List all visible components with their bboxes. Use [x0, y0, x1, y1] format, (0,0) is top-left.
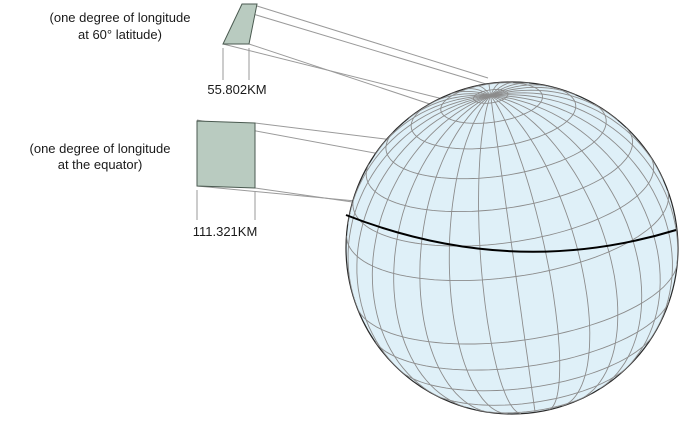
parallel-line: [385, 103, 607, 180]
meridian-line: [347, 95, 491, 225]
degree-patch-60-latitude: [222, 3, 258, 45]
globe: [345, 81, 679, 415]
meridian-line: [490, 95, 661, 374]
meridian-line: [450, 90, 491, 97]
parallel-line: [432, 365, 629, 406]
meridian-line: [490, 82, 529, 96]
parallel-line: [365, 127, 634, 213]
parallel-line: [346, 190, 670, 282]
parallel-line: [357, 263, 678, 345]
meridian-line: [347, 95, 491, 309]
patch-equator-caption-line1: (one degree of longitude: [29, 141, 171, 156]
parallel-line: [352, 156, 655, 247]
patch-60-distance-label: 55.802KM: [207, 82, 267, 97]
degree-patch-equator: [196, 120, 256, 189]
meridian-line: [356, 95, 491, 372]
parallel-line: [475, 393, 592, 414]
meridian-line: [490, 95, 673, 336]
patch-equator-distance-label: 111.321KM: [192, 224, 258, 239]
parallel-line: [440, 82, 543, 124]
meridian-line: [490, 92, 664, 181]
globe-graticule: [346, 82, 678, 414]
meridian-line: [490, 94, 678, 264]
meridian-line: [393, 95, 491, 409]
meridian-line: [490, 84, 552, 97]
meridian-line: [490, 95, 619, 401]
dimension-ticks: [196, 48, 256, 220]
parallel-line: [473, 89, 509, 104]
meridian-line: [429, 93, 491, 105]
meridian-line: [419, 95, 491, 414]
meridian-line: [371, 95, 491, 399]
patch-60-caption-line1: (one degree of longitude: [49, 10, 191, 25]
parallel-line: [400, 334, 654, 392]
patch-equator-caption-line2: at the equator): [57, 157, 143, 172]
parallel-line: [410, 86, 577, 150]
equator-line: [345, 214, 677, 253]
meridian-line: [490, 95, 643, 390]
patch-60-caption-line2: at 60° latitude): [78, 27, 162, 42]
parallel-line: [375, 300, 670, 371]
